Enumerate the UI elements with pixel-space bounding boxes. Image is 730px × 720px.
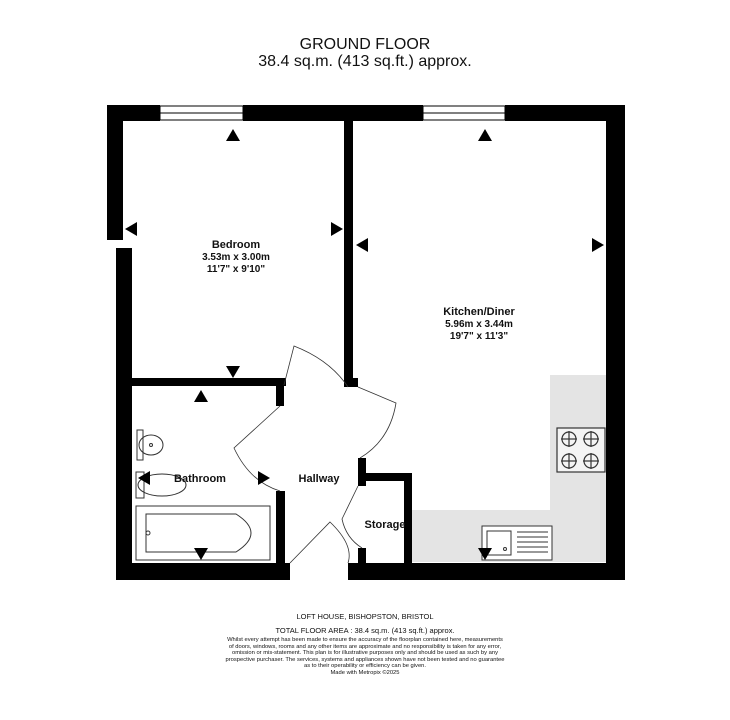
room-dims-metric-bedroom: 3.53m x 3.00m	[202, 252, 270, 263]
hob	[556, 427, 606, 473]
room-dims-imperial-kitchen: 19'7" x 11'3"	[450, 331, 508, 342]
bathtub	[135, 505, 271, 561]
room-name-hallway: Hallway	[299, 473, 341, 485]
room-dims-imperial-bedroom: 11'7" x 9'10"	[207, 264, 265, 275]
room-name-kitchen: Kitchen/Diner	[443, 306, 515, 318]
made-with-credit: Made with Metropix ©2025	[330, 670, 400, 676]
basin	[136, 429, 164, 461]
room-name-bathroom: Bathroom	[174, 473, 226, 485]
room-name-storage: Storage	[365, 519, 406, 531]
floor-title: GROUND FLOOR	[299, 36, 431, 53]
internal-walls	[132, 121, 412, 563]
disclaimer: Whilst every attempt has been made to en…	[225, 637, 505, 670]
room-dims-metric-kitchen: 5.96m x 3.44m	[445, 319, 513, 330]
kitchen-sink	[481, 525, 553, 561]
outer-walls	[107, 105, 625, 580]
toilet	[135, 471, 187, 499]
total-floor-area: TOTAL FLOOR AREA : 38.4 sq.m. (413 sq.ft…	[275, 626, 455, 635]
windows	[159, 105, 506, 121]
kitchen-counter	[410, 375, 606, 562]
room-name-bedroom: Bedroom	[212, 239, 261, 251]
floor-area: 38.4 sq.m. (413 sq.ft.) approx.	[258, 53, 472, 70]
dimension-arrows	[125, 129, 604, 560]
door-swings	[233, 345, 397, 564]
property-address: LOFT HOUSE, BISHOPSTON, BRISTOL	[296, 612, 434, 621]
